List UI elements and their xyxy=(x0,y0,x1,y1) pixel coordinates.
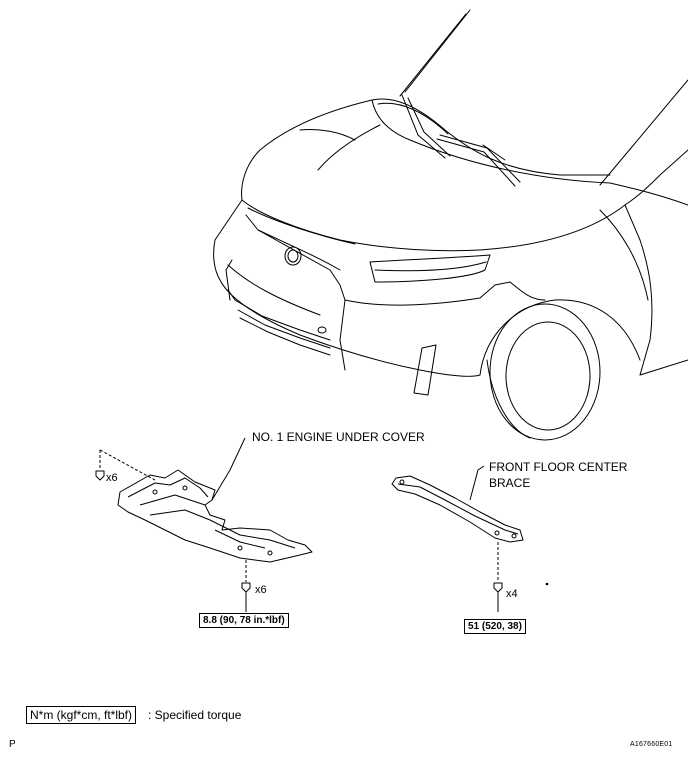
brace-label-line1: FRONT FLOOR CENTER xyxy=(489,460,628,474)
under-cover-qty-top: x6 xyxy=(106,472,118,484)
under-cover-label: NO. 1 ENGINE UNDER COVER xyxy=(252,430,425,444)
brace-label-line2: BRACE xyxy=(489,476,531,490)
under-cover-qty-bottom: x6 xyxy=(255,584,267,596)
corner-letter: P xyxy=(9,739,16,750)
brace-qty: x4 xyxy=(506,588,518,600)
figure-code: A167660E01 xyxy=(630,741,673,748)
brace-torque: 51 (520, 38) xyxy=(464,619,526,634)
torque-unit-legend: N*m (kgf*cm, ft*lbf) xyxy=(26,706,137,724)
under-cover-torque: 8.8 (90, 78 in.*lbf) xyxy=(199,613,289,628)
torque-legend-label: : Specified torque xyxy=(148,708,242,722)
